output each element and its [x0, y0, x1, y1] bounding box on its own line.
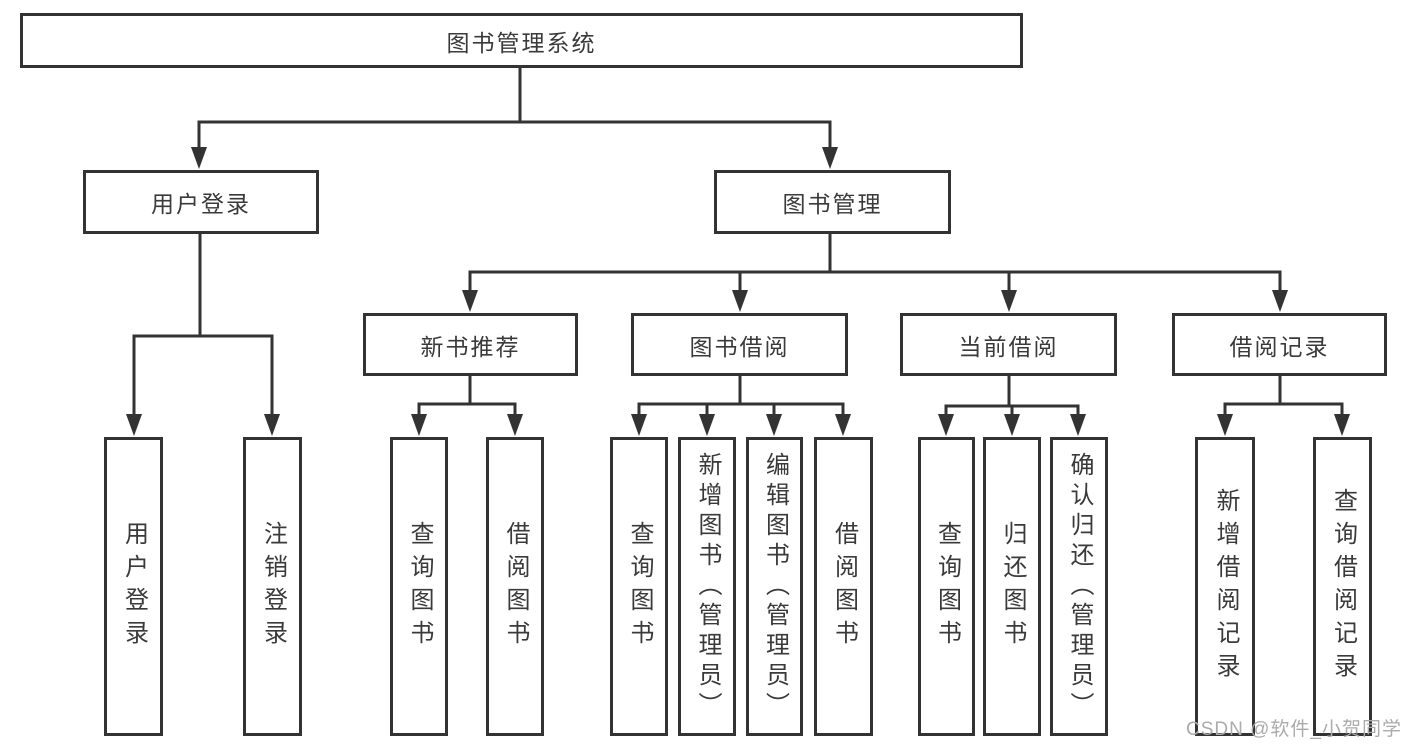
leaf-label: 归还图书: [999, 520, 1026, 653]
leaf-query-book-recommend: 查询图书: [390, 437, 448, 736]
leaf-edit-book-admin: 编辑图书（管理员）: [746, 437, 803, 736]
node-label: 图书管理: [782, 191, 883, 217]
leaf-label: 确认归还（管理员）: [1066, 451, 1093, 722]
leaf-query-book-current: 查询图书: [918, 437, 975, 736]
leaf-add-borrow-record: 新增借阅记录: [1195, 437, 1255, 736]
node-current-borrow: 当前借阅: [900, 313, 1117, 376]
leaf-logout: 注销登录: [243, 437, 302, 736]
leaf-label: 注销登录: [259, 520, 287, 653]
leaf-label: 用户登录: [120, 520, 148, 653]
node-label: 用户登录: [151, 191, 251, 217]
leaf-label: 查询借阅记录: [1329, 487, 1357, 686]
node-user-login: 用户登录: [83, 170, 319, 234]
leaf-label: 新增借阅记录: [1212, 487, 1239, 686]
csdn-watermark: CSDN @软件_小贺同学: [1186, 719, 1402, 740]
leaf-query-book-borrow: 查询图书: [610, 437, 668, 736]
node-book-management: 图书管理: [714, 170, 951, 234]
leaf-label: 编辑图书（管理员）: [761, 451, 789, 722]
node-new-book-recommend: 新书推荐: [363, 313, 578, 376]
leaf-label: 新增图书（管理员）: [694, 451, 721, 722]
leaf-label: 查询图书: [626, 520, 653, 653]
leaf-query-borrow-record: 查询借阅记录: [1313, 437, 1372, 736]
node-book-borrow: 图书借阅: [631, 313, 848, 376]
leaf-user-login: 用户登录: [104, 437, 163, 736]
node-system-root: 图书管理系统: [20, 13, 1023, 68]
leaf-label: 借阅图书: [502, 520, 529, 653]
leaf-label: 查询图书: [933, 520, 961, 653]
leaf-borrow-book-recommend: 借阅图书: [486, 437, 544, 736]
leaf-return-book: 归还图书: [983, 437, 1041, 736]
leaf-label: 借阅图书: [830, 520, 858, 653]
leaf-label: 查询图书: [406, 520, 433, 653]
leaf-confirm-return-admin: 确认归还（管理员）: [1050, 437, 1108, 736]
leaf-borrow-book: 借阅图书: [814, 437, 873, 736]
node-label: 借阅记录: [1229, 333, 1330, 360]
node-borrow-records: 借阅记录: [1172, 313, 1387, 376]
leaf-add-book-admin: 新增图书（管理员）: [678, 437, 736, 736]
node-label: 图书管理系统: [446, 29, 597, 56]
node-label: 新书推荐: [420, 333, 521, 360]
node-label: 图书借阅: [689, 333, 790, 360]
node-label: 当前借阅: [958, 333, 1059, 360]
